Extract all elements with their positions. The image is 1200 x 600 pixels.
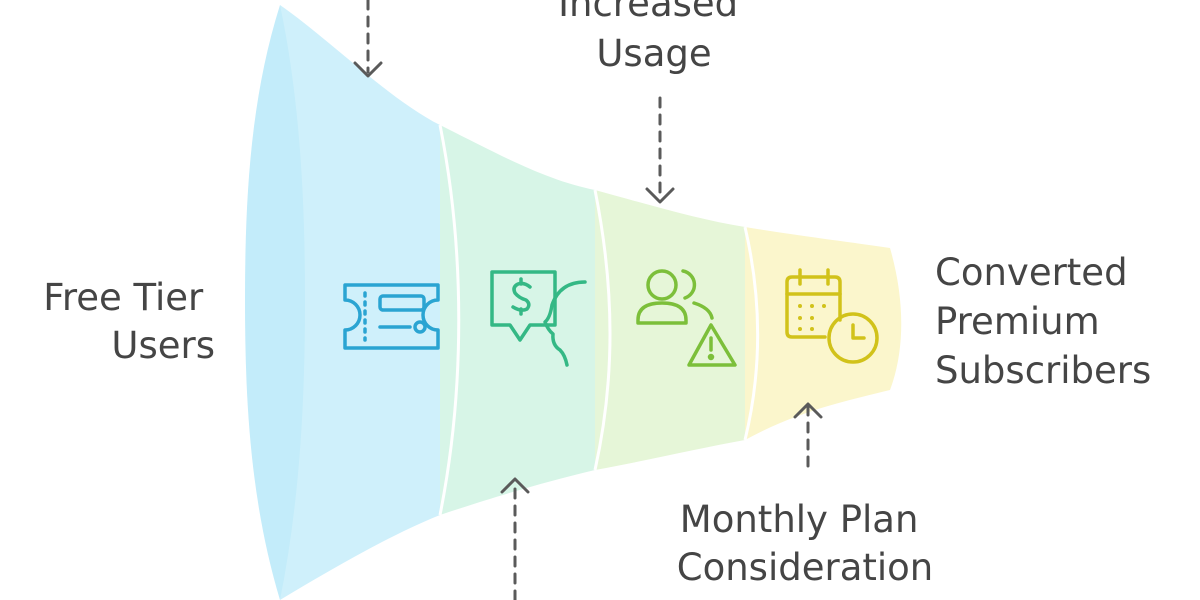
arrow-increased-usage xyxy=(645,96,675,204)
label-left-line-2: Users xyxy=(111,324,215,367)
label-right-line-3: Subscribers xyxy=(935,349,1151,392)
label-right-line-2: Premium xyxy=(935,300,1100,343)
funnel-stage-2 xyxy=(440,125,595,515)
funnel-mouth xyxy=(245,5,305,600)
label-bottom-line-1: Monthly Plan xyxy=(680,498,919,541)
arrow-monthly-plan xyxy=(793,402,823,468)
calendar-clock-icon xyxy=(785,268,879,364)
label-free-tier-users: Free Tier Users xyxy=(43,276,215,367)
label-top-line-1: Increased xyxy=(558,0,738,25)
funnel xyxy=(245,5,902,600)
arrow-bottom-left xyxy=(500,477,530,600)
funnel-stage-3 xyxy=(595,190,745,470)
dashed-arrows xyxy=(353,0,823,600)
label-left-line-1: Free Tier xyxy=(43,276,204,319)
label-monthly-plan-consideration: Monthly Plan Consideration xyxy=(677,498,934,589)
divider-2 xyxy=(593,189,612,471)
label-increased-usage: Increased Usage xyxy=(558,0,750,75)
label-top-line-2: Usage xyxy=(596,32,711,75)
label-right-line-1: Converted xyxy=(935,251,1128,294)
arrow-top-left xyxy=(353,0,383,78)
funnel-stage-1 xyxy=(280,5,440,600)
divider-1 xyxy=(438,124,461,516)
money-chat-icon xyxy=(490,270,587,367)
label-bottom-line-2: Consideration xyxy=(677,546,934,589)
label-converted-premium-subscribers: Converted Premium Subscribers xyxy=(935,251,1151,392)
funnel-stage-4 xyxy=(745,227,902,440)
users-warning-icon xyxy=(636,269,737,367)
divider-3 xyxy=(743,226,760,441)
ticket-icon xyxy=(343,283,440,350)
